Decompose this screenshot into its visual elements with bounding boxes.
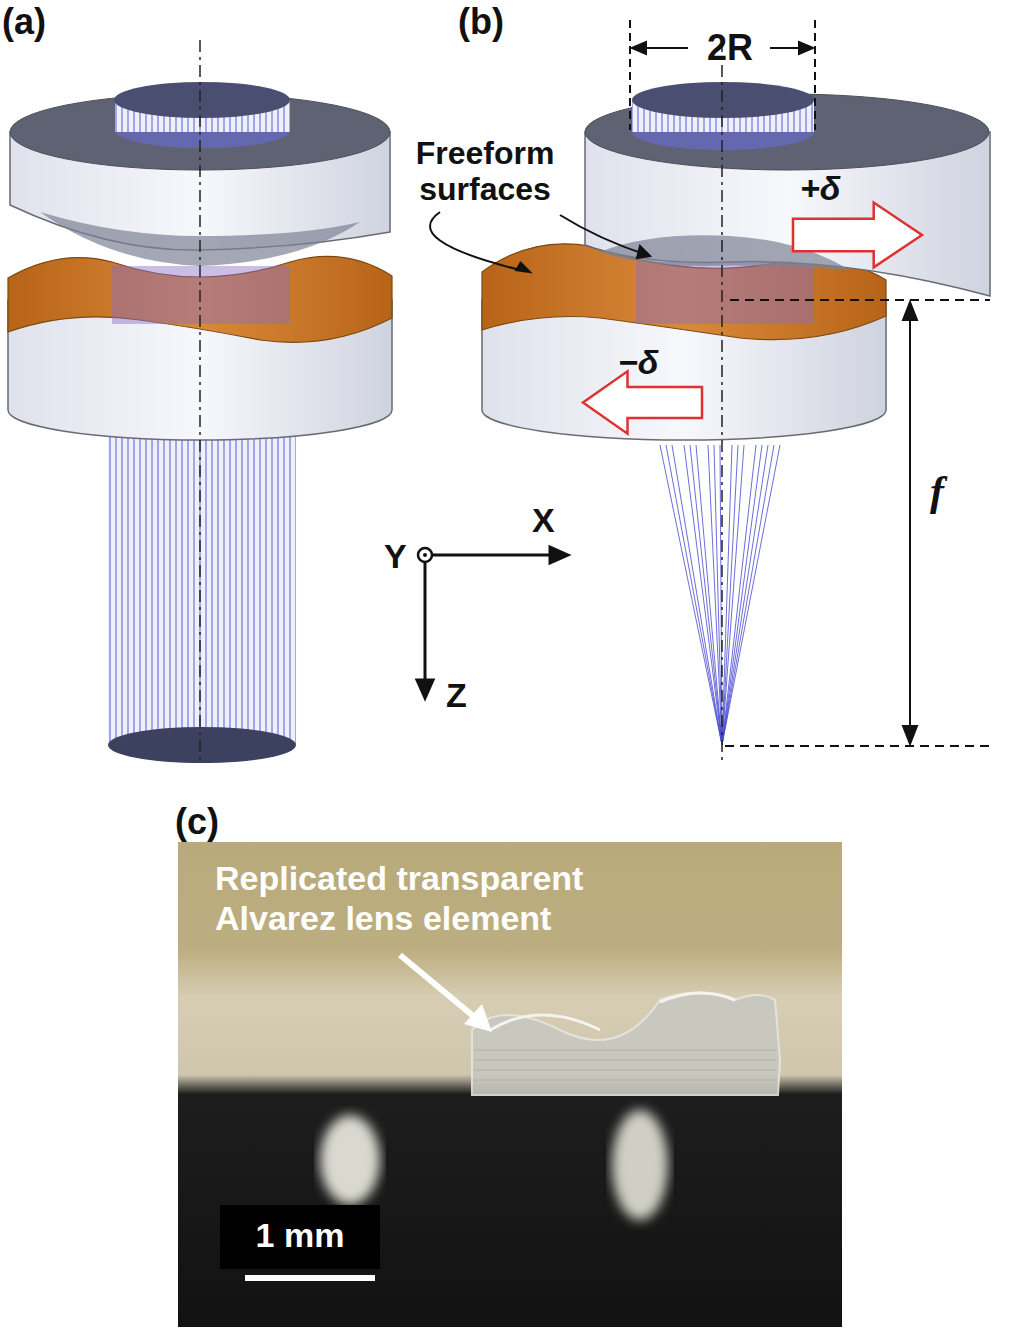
figure-label: Replicated transparent Alvarez lens elem… (215, 858, 655, 938)
arrow-shape (793, 203, 922, 268)
figure-label: 2R (688, 26, 772, 69)
leader-lines (430, 212, 650, 272)
figure-label: Z (446, 675, 486, 716)
beam-top (114, 82, 290, 118)
figure-label: X (532, 500, 572, 541)
figure-label: Y (384, 536, 424, 577)
panel-c-photo (178, 842, 842, 1327)
shift-label: +δ (800, 168, 870, 209)
shift-label: −δ (618, 342, 688, 383)
shift-arrow: −δ (580, 338, 705, 442)
light-beam (108, 420, 296, 745)
scale-label: 1 mm (220, 1215, 380, 1256)
beam-through (112, 266, 290, 324)
figure-label: (a) (2, 0, 82, 43)
focusing-cone (660, 445, 780, 745)
beam-top (632, 82, 814, 118)
figure-label: Freeform surfaces (392, 136, 578, 208)
figure-label: (c) (175, 800, 255, 843)
coordinate-axes (417, 547, 568, 698)
optical-axis (199, 40, 201, 765)
figure-label: (b) (458, 0, 538, 43)
optical-axis (721, 40, 723, 760)
panel-b (430, 20, 990, 760)
shift-arrow: +δ (790, 168, 925, 276)
beam-spot (108, 727, 296, 763)
beam-through (636, 262, 814, 324)
panel-a (8, 40, 392, 765)
scale-box: 1 mm (220, 1205, 380, 1269)
figure-label: f (930, 466, 970, 516)
scale-bar (245, 1275, 375, 1281)
aperture-dimension (630, 20, 815, 130)
focal-dimension (725, 300, 990, 746)
